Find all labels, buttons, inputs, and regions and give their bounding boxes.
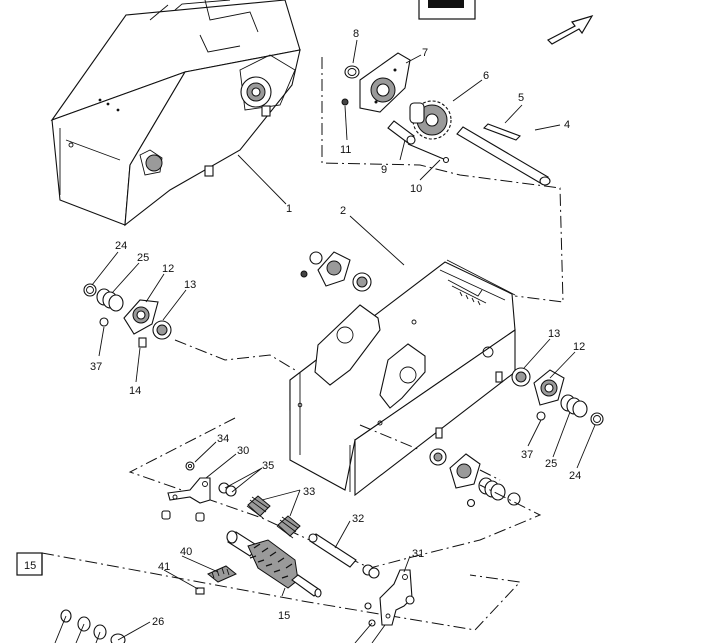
callout-35: 35 xyxy=(262,460,274,472)
shaft-part-32 xyxy=(308,533,357,568)
sprocket-plate-part-7 xyxy=(359,52,411,113)
washer-part-35 xyxy=(218,482,237,497)
inset-outline xyxy=(41,552,522,631)
flange-part-12-right xyxy=(533,369,565,406)
callout-7: 7 xyxy=(422,47,428,59)
cap-screws-lower xyxy=(161,510,205,522)
callout-4: 4 xyxy=(564,119,570,131)
callout-41: 41 xyxy=(158,561,170,573)
bearing-part-13-left xyxy=(152,320,172,340)
inset-label: 15 xyxy=(24,560,36,572)
lower-group-outline xyxy=(128,417,542,569)
frame-flange-bottom xyxy=(429,448,521,508)
callout-2: 2 xyxy=(340,205,346,217)
callout-13-left: 13 xyxy=(184,279,196,291)
callout-37-right: 37 xyxy=(521,449,533,461)
left-bearing-line xyxy=(174,339,296,371)
inset-washers-part-26 xyxy=(60,609,126,643)
callout-5: 5 xyxy=(518,92,524,104)
callout-12-right: 12 xyxy=(573,341,585,353)
screw-part-41 xyxy=(195,587,205,595)
sprocket-part-6 xyxy=(409,100,452,140)
callout-8: 8 xyxy=(353,28,359,40)
callout-14: 14 xyxy=(129,385,141,397)
page-reference-box xyxy=(418,0,476,20)
o-ring-part-8 xyxy=(344,65,360,79)
spring-part-33-left xyxy=(246,495,271,519)
direction-arrow-icon xyxy=(546,14,594,45)
callout-40: 40 xyxy=(180,546,192,558)
spring-part-25-left xyxy=(96,288,124,312)
snap-ring-part-24-left xyxy=(83,283,97,297)
callout-31: 31 xyxy=(412,548,424,560)
callout-26: 26 xyxy=(152,616,164,628)
nut-part-11 xyxy=(341,98,349,106)
callout-37-left: 37 xyxy=(90,361,102,373)
washers-lower-right xyxy=(362,564,380,579)
flange-part-12-left xyxy=(123,299,159,335)
sleeve-part-9 xyxy=(387,120,416,145)
callout-6: 6 xyxy=(483,70,489,82)
shaft-part-4 xyxy=(456,126,551,186)
brush-roller-part-15 xyxy=(226,530,322,598)
frame-part-2 xyxy=(289,259,516,497)
callout-34: 34 xyxy=(217,433,229,445)
lever-part-30 xyxy=(167,477,211,504)
housing-part-1 xyxy=(50,0,301,227)
callouts: 1 2 4 5 6 7 8 9 10 11 24 25 12 13 37 14 … xyxy=(24,28,585,628)
callout-30: 30 xyxy=(237,445,249,457)
callout-10: 10 xyxy=(410,183,422,195)
bottom-bearing-line xyxy=(359,424,501,481)
callout-13-right: 13 xyxy=(548,328,560,340)
callout-24-right: 24 xyxy=(569,470,581,482)
key-part-5 xyxy=(483,123,521,141)
spring-part-33-right xyxy=(276,515,301,539)
snap-ring-part-24-right xyxy=(590,412,604,426)
drive-group-outline xyxy=(321,57,564,303)
bolt-part-10 xyxy=(407,143,450,164)
callout-9: 9 xyxy=(381,164,387,176)
pin-part-14 xyxy=(138,337,147,348)
callout-1: 1 xyxy=(286,203,292,215)
bristle-strip-part-40 xyxy=(207,565,237,583)
callout-33: 33 xyxy=(303,486,315,498)
callout-12-left: 12 xyxy=(162,263,174,275)
callout-24-left: 24 xyxy=(115,240,127,252)
spring-part-25-right xyxy=(560,394,588,418)
nut-part-34 xyxy=(185,461,195,471)
nut-part-37-left xyxy=(99,317,109,327)
frame-flange-top xyxy=(300,251,372,292)
callout-32: 32 xyxy=(352,513,364,525)
leader-lines xyxy=(54,39,596,643)
callout-15: 15 xyxy=(278,610,290,622)
callout-25-left: 25 xyxy=(137,252,149,264)
bearing-part-13-right xyxy=(511,367,531,387)
nut-part-37-right xyxy=(536,411,546,421)
callout-11: 11 xyxy=(340,144,351,156)
callout-25-right: 25 xyxy=(545,458,557,470)
